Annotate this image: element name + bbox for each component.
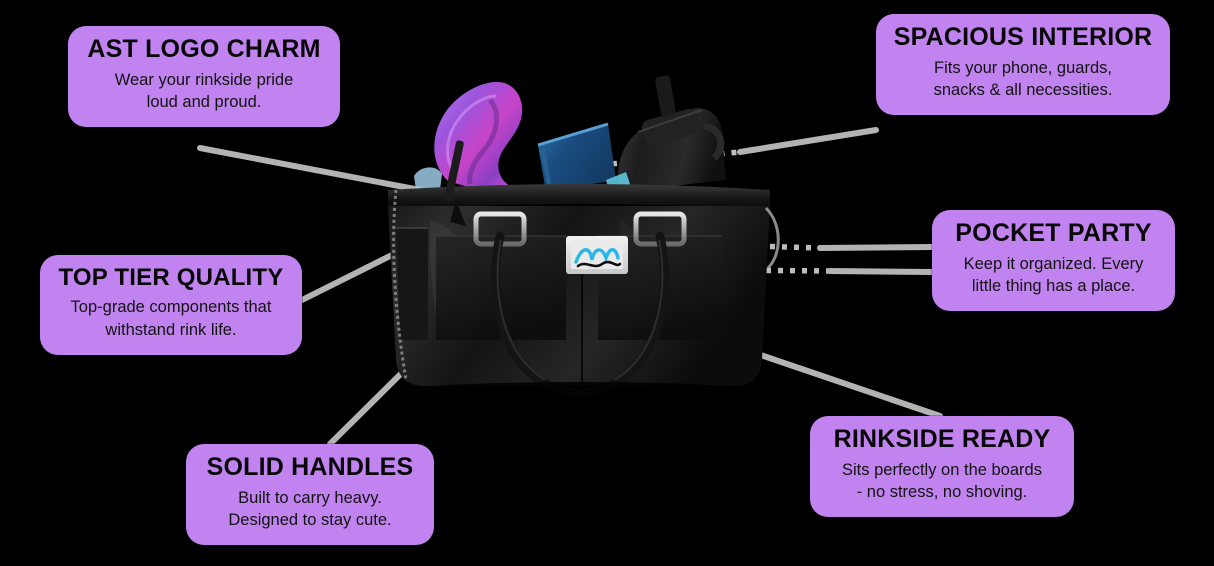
front-pocket-left bbox=[436, 236, 566, 340]
callout-body: Fits your phone, guards, snacks & all ne… bbox=[890, 57, 1156, 103]
callout-body-line2: - no stress, no shoving. bbox=[856, 483, 1028, 502]
callout-title: TOP TIER QUALITY bbox=[58, 264, 284, 291]
bag-top-rim bbox=[388, 184, 770, 210]
callout-title: AST LOGO CHARM bbox=[87, 35, 321, 63]
callout-body-line1: Built to carry heavy. bbox=[238, 488, 382, 507]
callout-body: Built to carry heavy. Designed to stay c… bbox=[200, 487, 420, 533]
callout-body: Wear your rinkside pride loud and proud. bbox=[82, 69, 326, 115]
callout-title: SPACIOUS INTERIOR bbox=[893, 23, 1153, 51]
ast-logo-charm-icon bbox=[566, 236, 628, 274]
handle-left bbox=[491, 231, 551, 389]
callout-ast-logo-charm[interactable]: AST LOGO CHARM Wear your rinkside pride … bbox=[68, 26, 340, 128]
product-image-skate-tote-bag bbox=[388, 75, 780, 402]
callout-body: Top-grade components that withstand rink… bbox=[54, 296, 288, 342]
left-accent-icon bbox=[414, 167, 442, 190]
notebook-icon bbox=[538, 124, 616, 192]
callout-body-line2: Designed to stay cute. bbox=[228, 511, 392, 530]
callout-body: Sits perfectly on the boards - no stress… bbox=[824, 459, 1060, 505]
callout-solid-handles[interactable]: SOLID HANDLES Built to carry heavy. Desi… bbox=[186, 444, 434, 546]
callout-top-tier-quality[interactable]: TOP TIER QUALITY Top-grade components th… bbox=[40, 255, 302, 355]
side-pocket-left bbox=[396, 228, 428, 340]
callout-body-line1: Sits perfectly on the boards bbox=[842, 460, 1042, 479]
strap-ring-right bbox=[764, 206, 780, 270]
callout-body-line2: little thing has a place. bbox=[971, 277, 1136, 296]
skate-guard-icon bbox=[434, 81, 523, 187]
bag-body bbox=[388, 140, 780, 402]
callout-body-line2: snacks & all necessities. bbox=[933, 81, 1113, 100]
callout-spacious-interior[interactable]: SPACIOUS INTERIOR Fits your phone, guard… bbox=[876, 14, 1170, 116]
water-bottle-icon bbox=[618, 75, 726, 192]
callout-rinkside-ready[interactable]: RINKSIDE READY Sits perfectly on the boa… bbox=[810, 416, 1074, 518]
handle-right bbox=[609, 231, 669, 389]
callout-body-line1: Top-grade components that bbox=[70, 298, 272, 317]
callout-body-line1: Wear your rinkside pride bbox=[114, 70, 294, 89]
bag-contents bbox=[414, 75, 726, 195]
callout-body-line1: Keep it organized. Every bbox=[963, 254, 1144, 273]
callout-title: SOLID HANDLES bbox=[206, 453, 414, 481]
callout-body-line1: Fits your phone, guards, bbox=[934, 58, 1112, 77]
callout-title: POCKET PARTY bbox=[955, 219, 1152, 247]
chain-strap-icon bbox=[392, 189, 408, 381]
callout-body-line2: withstand rink life. bbox=[105, 321, 237, 340]
callout-title: RINKSIDE READY bbox=[833, 425, 1051, 453]
callout-pocket-party[interactable]: POCKET PARTY Keep it organized. Every li… bbox=[932, 210, 1175, 312]
callout-body-line2: loud and proud. bbox=[146, 93, 262, 112]
callout-body: Keep it organized. Every little thing ha… bbox=[946, 253, 1161, 299]
pen-icon bbox=[444, 140, 466, 226]
